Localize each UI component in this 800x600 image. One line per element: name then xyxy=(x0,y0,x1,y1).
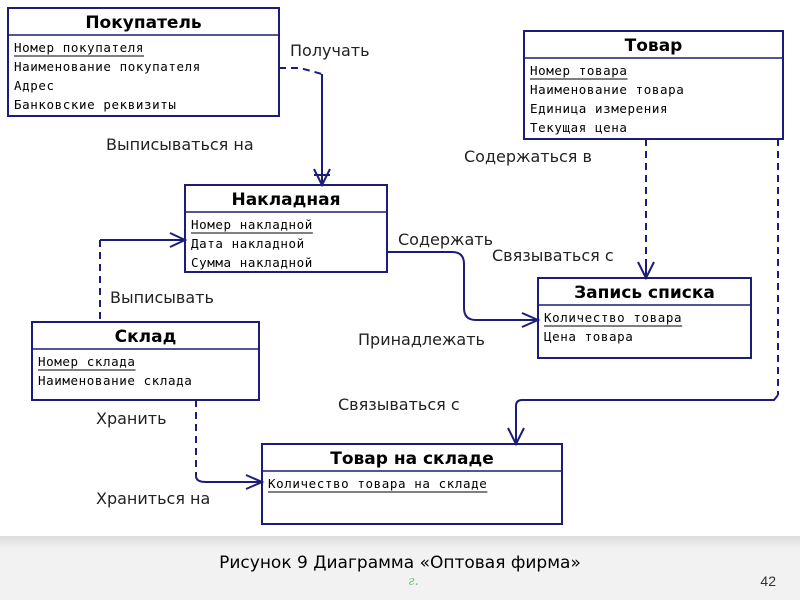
entity-attribute: Номер склада xyxy=(38,354,136,369)
label-hranit: Хранить xyxy=(96,409,167,428)
relationship-lines xyxy=(99,67,779,490)
entity-attribute: Цена товара xyxy=(544,329,633,344)
label-svyazyvatsya-s-1: Связываться с xyxy=(492,246,614,265)
label-svyazyvatsya-s-2: Связываться с xyxy=(338,395,460,414)
slide-footer xyxy=(0,536,800,600)
entity-box xyxy=(31,321,260,401)
crowfoot-zapis-left xyxy=(521,312,541,328)
crowfoot-nakladnaya-top xyxy=(313,168,331,188)
page-number: 42 xyxy=(760,573,776,589)
entity-attribute: Количество товара xyxy=(544,310,682,325)
entity-attribute: Номер накладной xyxy=(191,217,313,232)
rel-sklad-tns-h xyxy=(195,475,246,483)
entity-attribute: Дата накладной xyxy=(191,236,305,251)
entity-box xyxy=(523,30,784,140)
crowfoot-tns-top xyxy=(507,427,525,447)
label-soderzhat: Содержать xyxy=(398,230,493,249)
entity-attribute: Наименование покупателя xyxy=(14,59,201,74)
label-hranitsya-na: Храниться на xyxy=(96,489,210,508)
entity-box xyxy=(261,443,563,525)
figure-caption: Рисунок 9 Диаграмма «Оптовая фирма» xyxy=(219,553,581,573)
rel-pokupatel-upper xyxy=(279,67,323,75)
entity-title: Товар xyxy=(625,36,683,56)
rel-tovar-tns-h xyxy=(515,394,779,428)
entity-title: Накладная xyxy=(231,190,340,210)
crowfoot-nakladnaya-left xyxy=(169,232,188,248)
entity-box xyxy=(7,7,280,117)
label-poluchat: Получать xyxy=(290,41,370,60)
entity-box xyxy=(184,184,388,273)
crowfoot-zapis-top xyxy=(637,261,655,281)
rel-nakladnaya-zapis xyxy=(387,251,522,321)
entity-box xyxy=(537,277,752,359)
label-vypisyvatsya-na: Выписываться на xyxy=(106,135,254,154)
crowfoot-tns-left xyxy=(245,474,265,490)
entity-attribute: Наименование склада xyxy=(38,373,192,388)
label-prinadlezhat: Принадлежать xyxy=(358,330,485,349)
entity-attribute: Номер товара xyxy=(530,63,628,78)
entity-title: Запись списка xyxy=(574,283,715,303)
entity-title: Товар на складе xyxy=(330,449,494,469)
entity-attribute: Единица измерения xyxy=(530,101,668,116)
entity-title: Покупатель xyxy=(85,13,201,33)
entity-attribute: Банковские реквизиты xyxy=(14,97,177,112)
label-vypisyvat: Выписывать xyxy=(110,288,214,307)
entity-attribute: Наименование товара xyxy=(530,82,684,97)
entity-attribute: Текущая цена xyxy=(530,120,628,135)
entity-attribute: Номер покупателя xyxy=(14,40,144,55)
entity-title: Склад xyxy=(115,327,177,347)
entity-attribute: Адрес xyxy=(14,78,55,93)
entity-attribute: Количество товара на складе xyxy=(268,476,487,491)
label-soderzhatsya-v: Содержаться в xyxy=(464,147,592,166)
footer-mark: г. xyxy=(408,574,419,589)
entity-attribute: Сумма накладной xyxy=(191,255,313,270)
relationship-labels: Получать Выписываться на Содержаться в С… xyxy=(96,41,614,508)
